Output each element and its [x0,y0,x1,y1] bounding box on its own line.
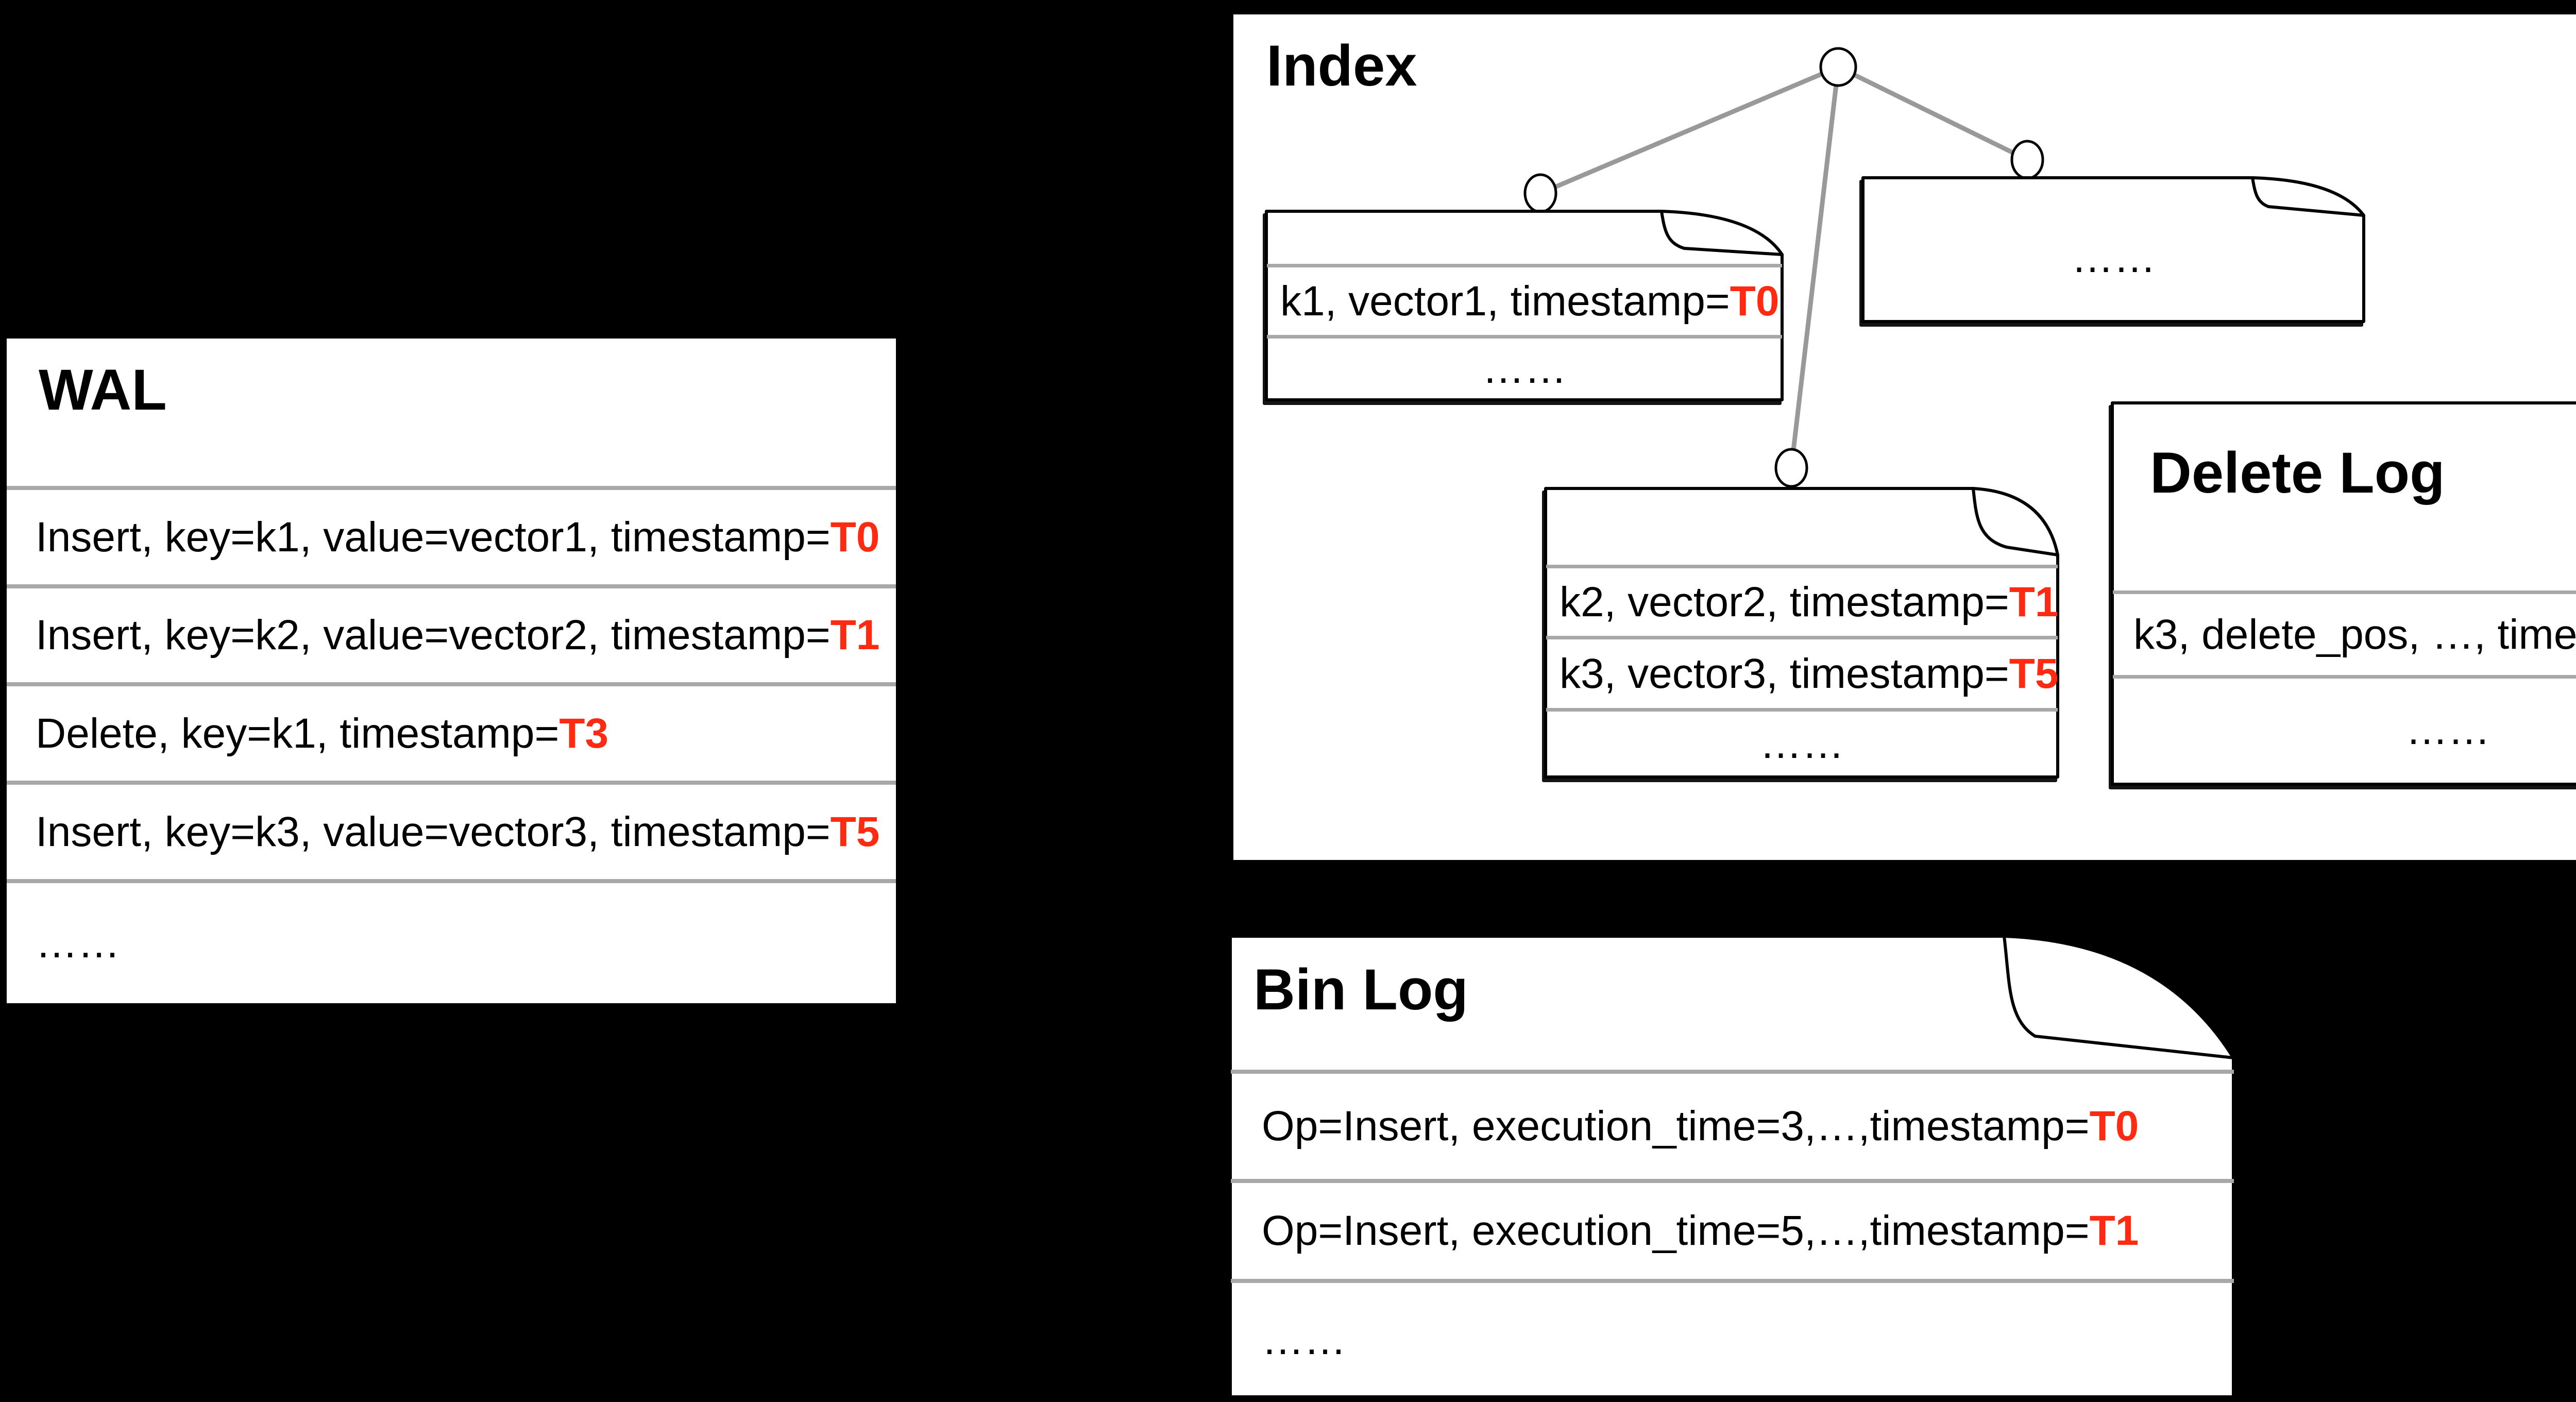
tree-edge [1837,64,2028,162]
wal-row-text: Insert, key=k3, value=vector3, timestamp… [36,808,831,855]
folded-page-icon [1265,210,1784,401]
segment-ellipsis-row: …… [1265,339,1784,399]
wal-separator [7,682,896,686]
timestamp-value: T1 [830,612,880,658]
doc-separator [1546,636,2058,639]
wal-separator [7,584,896,588]
bin-log-row: Op=Insert, execution_time=5,…,timestamp=… [1229,1183,2236,1279]
doc-separator [1267,335,1782,339]
ellipsis-text: …… [2405,706,2490,753]
delete-log-row-text: k3, delete_pos, …, timestamp= [2133,611,2576,658]
segment-row: k2, vector2, timestamp=T1 [1544,568,2060,636]
doc-separator [2113,590,2576,594]
timestamp-value: T0 [2089,1103,2139,1150]
bin-log-row: Op=Insert, execution_time=3,…,timestamp=… [1229,1074,2236,1179]
wal-row-text: Insert, key=k1, value=vector1, timestamp… [36,513,831,561]
timestamp-value: T3 [559,710,609,757]
bin-log-row-text: Op=Insert, execution_time=5,…,timestamp= [1262,1207,2090,1254]
ellipsis-text: …… [1759,720,1844,767]
timestamp-value: T1 [2009,578,2059,626]
tree-node-root-icon [1819,47,1857,87]
doc-separator [1267,264,1782,267]
timestamp-value: T1 [2089,1207,2139,1254]
doc-separator [1231,1070,2234,1074]
fold-crease [1972,487,2059,556]
segment-row: k3, vector3, timestamp=T5 [1544,639,2060,708]
ellipsis-text: …… [1262,1316,1346,1363]
doc-separator [1546,708,2058,712]
doc-separator [1231,1179,2234,1183]
wal-ellipsis-row: …… [7,883,896,1003]
index-title: Index [1266,33,1417,98]
fold-crease [1660,210,1784,256]
ellipsis-text: …… [1482,345,1567,392]
segment-row-text: k2, vector2, timestamp= [1560,578,2009,626]
folded-page-icon [1544,487,2059,779]
index-segment-k23-document: k2, vector2, timestamp=T1 k3, vector3, t… [1544,486,2060,779]
index-segment-k1-document: k1, vector1, timestamp=T0 …… [1265,209,1784,402]
bin-log-ellipsis-row: …… [1229,1283,2236,1397]
bin-log-title: Bin Log [1253,957,1468,1022]
doc-separator [2113,675,2576,679]
wal-separator [7,486,896,490]
segment-row-text: k1, vector1, timestamp= [1280,277,1730,325]
wal-title: WAL [39,358,167,422]
index-panel: Index k1, vector1, timestamp=T0 …… [1233,14,2576,860]
tree-node-icon [1774,448,1808,488]
tree-edge [1539,64,1839,196]
timestamp-value: T0 [1730,277,1780,325]
delete-log-ellipsis-row: …… [2111,679,2576,782]
timestamp-value: T0 [830,513,880,561]
folded-page-icon [1861,176,2365,323]
doc-separator [1231,1279,2234,1283]
wal-row: Insert, key=k3, value=vector3, timestamp… [7,785,896,879]
delete-log-row: k3, delete_pos, …, timestamp=T3 [2111,594,2576,675]
doc-separator [1546,565,2058,568]
delete-log-document: Delete Log k3, delete_pos, …, timestamp=… [2111,401,2576,786]
wal-panel: WAL Insert, key=k1, value=vector1, times… [4,336,899,1006]
fold-crease [2251,176,2365,217]
wal-row-text: Insert, key=k2, value=vector2, timestamp… [36,612,831,658]
wal-row-text: Delete, key=k1, timestamp= [36,710,560,757]
tree-node-icon [2010,140,2044,180]
wal-row: Delete, key=k1, timestamp=T3 [7,686,896,781]
wal-row: Insert, key=k2, value=vector2, timestamp… [7,588,896,682]
index-tree-graphic [1523,47,2044,488]
bin-log-document: Bin Log Op=Insert, execution_time=3,…,ti… [1229,934,2236,1399]
ellipsis-text: …… [36,919,120,967]
segment-ellipsis-row: …… [1861,222,2366,294]
segment-ellipsis-row: …… [1544,712,2060,776]
timestamp-value: T5 [830,808,880,855]
index-segment-more-document: …… [1861,176,2366,324]
wal-row: Insert, key=k1, value=vector1, timestamp… [7,490,896,584]
wal-separator [7,879,896,883]
delete-log-title: Delete Log [2150,441,2445,505]
fold-crease [2003,935,2235,1059]
segment-row: k1, vector1, timestamp=T0 [1265,267,1784,335]
ellipsis-text: …… [2071,234,2156,281]
bin-log-row-text: Op=Insert, execution_time=3,…,timestamp= [1262,1103,2090,1150]
segment-row-text: k3, vector3, timestamp= [1560,650,2009,697]
wal-separator [7,781,896,785]
tree-edge [1789,66,1841,468]
timestamp-value: T5 [2009,650,2059,697]
tree-node-icon [1523,173,1557,213]
